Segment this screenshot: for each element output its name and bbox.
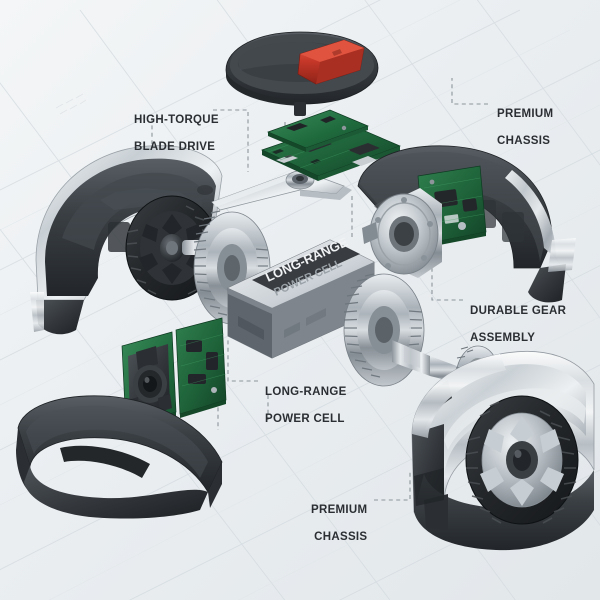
- bldc-motor: [362, 188, 442, 278]
- callout-line-2: CHASSIS: [314, 530, 368, 543]
- callout-line-1: HIGH-TORQUE: [134, 113, 219, 126]
- drive-wheel-left: [125, 195, 219, 301]
- callout-high-torque-blade-drive: HIGH-TORQUE BLADE DRIVE: [134, 100, 219, 154]
- callout-line-1: PREMIUM: [311, 503, 368, 516]
- callout-line-2: POWER CELL: [265, 412, 345, 425]
- callout-premium-chassis-top: PREMIUM CHASSIS: [497, 94, 553, 148]
- callout-line-1: PREMIUM: [497, 107, 554, 120]
- top-cover: [225, 31, 379, 116]
- callout-long-range-power-cell: LONG-RANGE POWER CELL: [265, 372, 347, 426]
- callout-premium-chassis-bottom: PREMIUM CHASSIS: [311, 490, 367, 544]
- callout-line-2: CHASSIS: [497, 134, 551, 147]
- front-bumper: [16, 395, 223, 519]
- callout-line-2: BLADE DRIVE: [134, 140, 216, 153]
- upper-pcb: [267, 109, 369, 152]
- background-watermark: [55, 93, 87, 115]
- chassis-front-lip: [412, 354, 506, 438]
- stop-button[interactable]: [297, 39, 365, 85]
- rear-wheel: [465, 395, 579, 525]
- callout-line-1: LONG-RANGE: [265, 385, 347, 398]
- sensor-pcb: [175, 317, 227, 418]
- leader-gear: [431, 258, 463, 301]
- leader-chassis-top: [451, 78, 488, 105]
- leader-power-cell: [227, 339, 258, 382]
- battery-pack: LONG-RANGE POWER CELL: [227, 234, 375, 359]
- callout-line-1: DURABLE GEAR: [470, 304, 567, 317]
- callout-line-2: ASSEMBLY: [470, 331, 536, 344]
- main-pcb: [261, 121, 401, 181]
- leader-blade-drive: [213, 109, 249, 172]
- callout-durable-gear-assembly: DURABLE GEAR ASSEMBLY: [470, 291, 566, 345]
